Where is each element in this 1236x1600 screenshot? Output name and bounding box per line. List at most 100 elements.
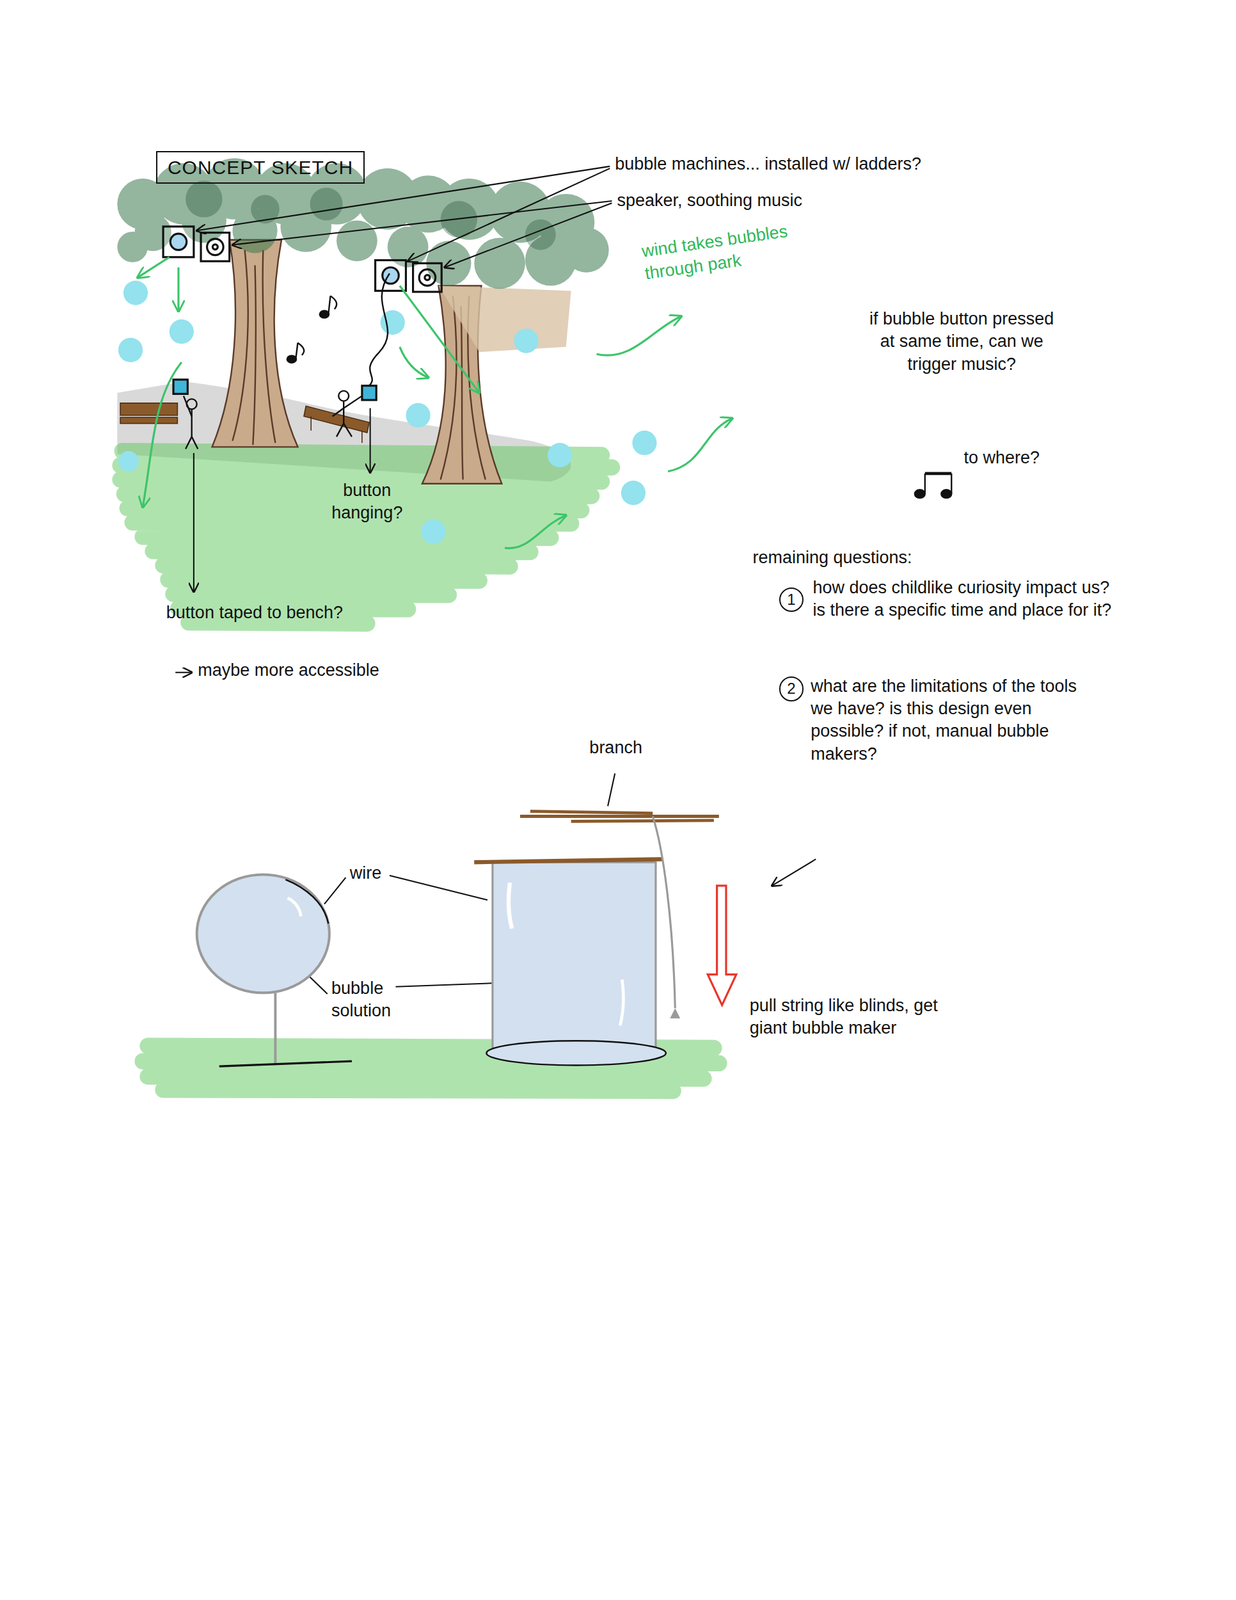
wind-arrow	[177, 267, 180, 312]
button-note-wrap: button hanging?	[316, 479, 418, 524]
button	[369, 273, 390, 386]
bubble	[118, 337, 143, 363]
button	[362, 385, 377, 400]
section-heading-wrap: remaining questions:	[752, 546, 1079, 569]
leader-line	[607, 773, 615, 807]
bubble	[513, 328, 539, 353]
part-label: branch	[589, 736, 702, 759]
sketch-part	[185, 180, 556, 250]
sketch-part	[310, 187, 343, 221]
sketch-part	[185, 180, 222, 217]
bubble	[632, 430, 657, 455]
bubble-wand	[273, 992, 277, 1064]
grass	[120, 451, 612, 624]
leader-line	[232, 200, 612, 246]
bubble	[621, 480, 646, 505]
music-note	[950, 473, 952, 494]
wind-arrow	[667, 418, 732, 472]
music-note	[319, 310, 329, 318]
bench	[361, 430, 363, 443]
instruction-note: pull string like blinds, get giant bubbl…	[749, 994, 944, 1039]
leader-line	[193, 452, 195, 592]
leader-line	[324, 877, 346, 904]
bubble	[405, 403, 430, 428]
bubble-wand	[219, 1060, 352, 1066]
bubble-blind	[669, 1007, 681, 1018]
sketch-part	[117, 231, 148, 263]
bench	[303, 406, 370, 433]
bubble-machine	[170, 233, 187, 251]
annotation-note: bubble machines... installed w/ ladders?	[614, 152, 1064, 176]
button-note: button taped to bench?	[166, 601, 402, 624]
music-note	[287, 295, 952, 498]
button	[173, 273, 390, 400]
bubble-blind	[508, 882, 512, 929]
callout-number: 1	[786, 591, 796, 608]
bubble-blind	[652, 816, 675, 1009]
bubble-machine	[163, 226, 406, 291]
tree-trunk	[232, 250, 276, 446]
stick-figure	[336, 423, 344, 437]
bubble-blind	[707, 885, 737, 1006]
speaker	[212, 244, 218, 250]
stick-figure	[332, 408, 345, 417]
stick-figure	[185, 436, 192, 449]
bench	[120, 403, 178, 416]
bubble-machine	[163, 226, 194, 258]
part-label-wrap: branch	[589, 736, 702, 759]
question-note: if bubble button pressed at same time, c…	[864, 307, 1059, 375]
bubble	[118, 280, 658, 544]
bubble	[118, 451, 139, 472]
leader-line	[444, 202, 612, 267]
question-note-wrap: to where?	[963, 446, 1086, 469]
title-box: CONCEPT SKETCH	[156, 150, 365, 184]
wind-arrow	[137, 257, 169, 278]
speaker	[424, 275, 430, 281]
music-note	[330, 295, 337, 309]
speaker	[200, 232, 230, 262]
stick-figure	[191, 436, 199, 449]
callout-number-wrap: 1	[779, 587, 804, 612]
question-text: how does childlike curiosity impact us? …	[812, 576, 1114, 622]
part-label-wrap: wire	[349, 861, 412, 885]
music-note	[295, 342, 298, 360]
music-note	[328, 295, 331, 315]
tree-trunk	[212, 239, 299, 448]
leader-line	[389, 875, 488, 900]
music-note	[287, 355, 297, 363]
part-label: bubble solution	[331, 976, 446, 1022]
sketch-part	[474, 237, 526, 289]
bubble	[123, 280, 148, 305]
tree-canopy	[117, 158, 609, 352]
bubble-blind	[486, 1040, 666, 1065]
annotation-note-wrap: maybe more accessible	[197, 658, 494, 682]
speaker	[419, 269, 436, 286]
music-note	[925, 471, 952, 475]
callout-number-wrap: 2	[779, 676, 804, 701]
bubble	[547, 442, 572, 468]
stick-figure	[343, 423, 352, 437]
question-text-wrap: how does childlike curiosity impact us? …	[812, 576, 1114, 622]
sketch-part	[250, 195, 280, 224]
question-note: to where?	[963, 446, 1086, 469]
grass	[120, 451, 612, 624]
button-note-wrap: button taped to bench?	[166, 601, 402, 624]
speaker	[413, 262, 443, 292]
bubble-blind	[619, 979, 624, 1026]
bubble-wand	[287, 897, 302, 917]
bubble	[169, 319, 194, 344]
wind-note-wrap: wind takes bubbles through park	[640, 216, 819, 285]
wind-arrow	[504, 515, 567, 548]
annotation-note: speaker, soothing music	[616, 189, 954, 212]
bubble-blind	[520, 811, 720, 822]
music-note	[941, 489, 952, 498]
stick-figure	[343, 396, 363, 409]
wind-arrow	[596, 316, 682, 356]
stick-figure	[342, 401, 345, 424]
bench	[120, 417, 178, 424]
bubble	[420, 519, 446, 544]
wind-arrow	[399, 285, 480, 393]
bubble-wand	[285, 879, 329, 924]
